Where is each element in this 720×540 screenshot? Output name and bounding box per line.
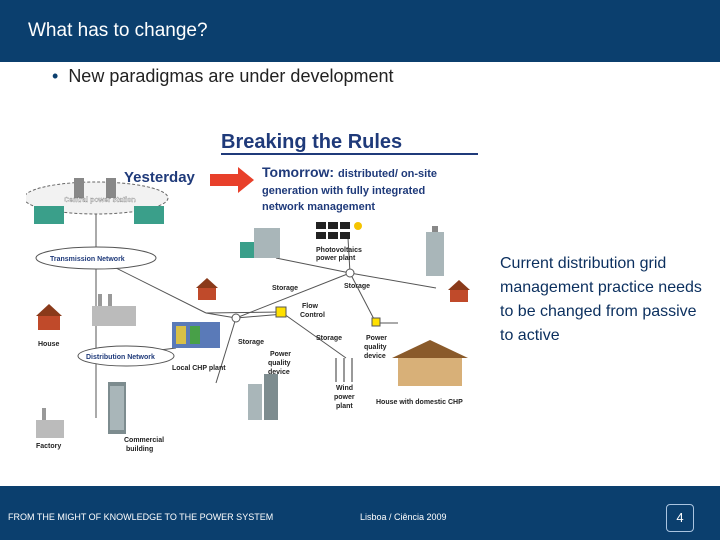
- commercial-label-1: Commercial: [124, 437, 164, 444]
- callout-text: Current distribution grid management pra…: [500, 255, 702, 344]
- tomorrow-line-2: generation with fully integrated: [262, 185, 425, 197]
- house-icon: [36, 304, 62, 330]
- slide-title: What has to change?: [28, 20, 208, 41]
- transmission-label: Transmission Network: [50, 256, 125, 263]
- pq-left-label-3: device: [268, 369, 290, 376]
- distribution-network-node: [77, 345, 175, 367]
- house-left-icon: [196, 278, 218, 300]
- wind-turbines-icon: [335, 358, 353, 382]
- apartment-block-icon: [248, 374, 278, 420]
- smart-grid-diagram: Breaking the Rules Yesterday Tomorrow: d…: [23, 118, 490, 486]
- bullet-dot-icon: •: [52, 66, 59, 86]
- house-right-icon: [448, 280, 470, 302]
- tomorrow-line-1: distributed/ on-site: [338, 168, 437, 180]
- commercial-building-icon: [108, 382, 126, 434]
- title-bar: [0, 0, 720, 62]
- commercial-label-2: building: [126, 446, 153, 453]
- storage-mid-right-label: Storage: [316, 335, 342, 342]
- wind-label-1: Wind: [336, 385, 353, 392]
- central-power-label: Central power station: [64, 197, 136, 204]
- footer-left-text: FROM THE MIGHT OF KNOWLEDGE TO THE POWER…: [8, 512, 274, 522]
- bullet-item: • New paradigmas are under development: [52, 66, 394, 87]
- transition-arrow-icon: [210, 167, 254, 193]
- diagram-heading: Breaking the Rules: [221, 131, 402, 153]
- local-chp-label: Local CHP plant: [172, 365, 226, 372]
- storage-mid-left-label: Storage: [238, 339, 264, 346]
- tomorrow-line-3: network management: [262, 201, 375, 213]
- photovoltaics-label-2: power plant: [316, 255, 356, 262]
- diagram-svg: Breaking the Rules Yesterday Tomorrow: d…: [23, 131, 478, 453]
- footer-mid-text: Lisboa / Ciência 2009: [360, 512, 447, 522]
- house-label: House: [38, 341, 60, 348]
- bullet-text: New paradigmas are under development: [68, 66, 394, 86]
- building-centre-icon: [240, 228, 280, 258]
- footer-bar: [0, 486, 720, 540]
- industrial-building-icon: [92, 294, 136, 326]
- yesterday-label: Yesterday: [124, 169, 196, 186]
- tomorrow-bold: Tomorrow:: [262, 164, 334, 180]
- pq-right-label-2: quality: [364, 344, 387, 351]
- house-with-chp-icon: [392, 340, 468, 386]
- local-chp-plant-icon: [172, 322, 220, 348]
- storage-top-right-label: Storage: [344, 283, 370, 290]
- house-chp-label: House with domestic CHP: [376, 399, 463, 406]
- pq-right-label-1: Power: [366, 335, 387, 342]
- storage-node-right: [371, 317, 381, 327]
- hub-node: [231, 313, 241, 323]
- wind-label-2: power: [334, 394, 355, 401]
- page-number: 4: [666, 504, 694, 532]
- office-tower-icon: [426, 226, 444, 276]
- factory-icon: [36, 408, 64, 438]
- transmission-network-node: [35, 246, 157, 270]
- flow-node: [345, 268, 355, 278]
- pq-right-label-3: device: [364, 353, 386, 360]
- network-lines: [95, 208, 437, 418]
- pq-left-label-1: Power: [270, 351, 291, 358]
- wind-label-3: plant: [336, 403, 353, 410]
- distribution-label: Distribution Network: [86, 354, 155, 361]
- storage-top-left-label: Storage: [272, 285, 298, 292]
- flow-control-label-2: Control: [300, 312, 325, 319]
- pq-left-label-2: quality: [268, 360, 291, 367]
- storage-node-mid: [275, 306, 287, 318]
- photovoltaics-label-1: Photovoltaics: [316, 247, 362, 254]
- photovoltaics-icon: [316, 222, 362, 239]
- flow-control-label-1: Flow: [302, 303, 318, 310]
- factory-label: Factory: [36, 443, 61, 450]
